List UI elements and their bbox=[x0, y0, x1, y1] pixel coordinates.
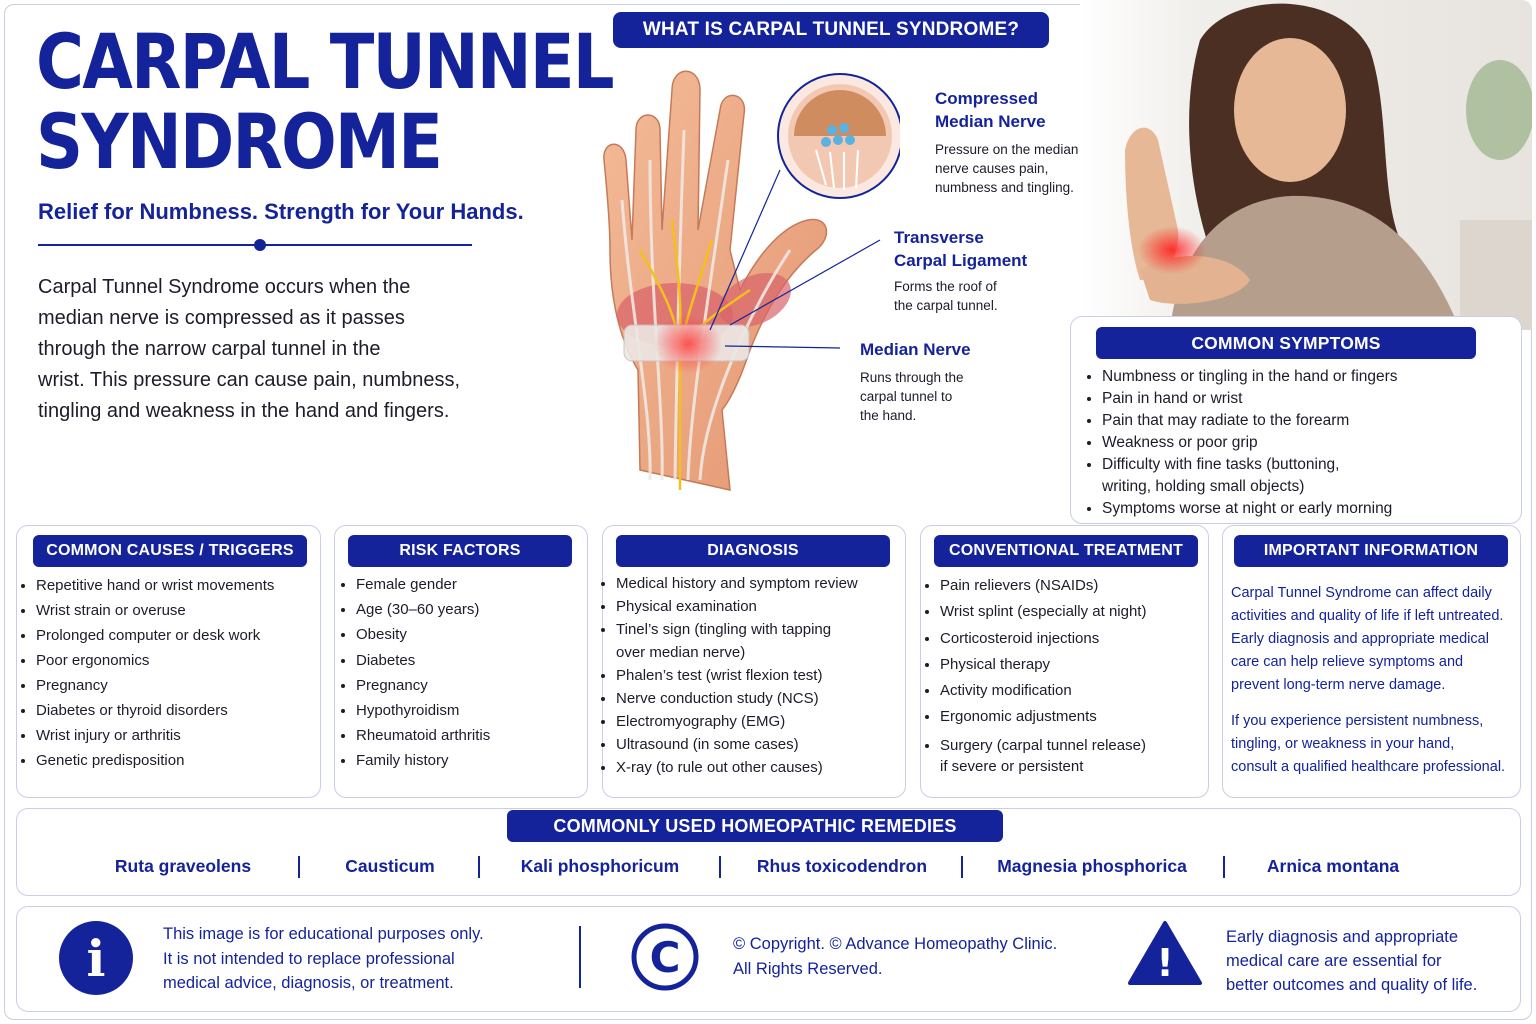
list-item: Wrist strain or overuse bbox=[36, 598, 274, 623]
treatment-list: Pain relievers (NSAIDs) Wrist splint (es… bbox=[940, 573, 1146, 778]
list-item: Wrist splint (especially at night) bbox=[940, 599, 1146, 625]
list-item: Physical therapy bbox=[940, 652, 1146, 678]
list-item: Genetic predisposition bbox=[36, 748, 274, 773]
woman-holding-wrist-photo bbox=[1080, 0, 1532, 330]
list-item: Corticosteroid injections bbox=[940, 626, 1146, 652]
svg-text:!: ! bbox=[1156, 941, 1173, 985]
important-info-card bbox=[1222, 525, 1521, 798]
closing-note: Early diagnosis and appropriate medical … bbox=[1226, 928, 1478, 994]
list-item: Tinel’s sign (tingling with tapping over… bbox=[616, 618, 858, 664]
desc-median-nerve: Runs through the carpal tunnel to the ha… bbox=[860, 370, 964, 423]
list-item: Symptoms worse at night or early morning bbox=[1102, 498, 1398, 520]
treatment-card bbox=[920, 525, 1209, 798]
diagnosis-card bbox=[602, 525, 906, 798]
desc-transverse-carpal-ligament: Forms the roof of the carpal tunnel. bbox=[894, 279, 998, 313]
remedy-item: Rhus toxicodendron bbox=[756, 856, 928, 876]
remedies-heading: COMMONLY USED HOMEOPATHIC REMEDIES bbox=[507, 810, 1003, 842]
causes-card bbox=[16, 525, 321, 798]
page-frame bbox=[4, 4, 1532, 1020]
diagnosis-heading: DIAGNOSIS bbox=[616, 535, 890, 567]
causes-heading: COMMON CAUSES / TRIGGERS bbox=[33, 535, 307, 567]
list-item: Ergonomic adjustments bbox=[940, 704, 1146, 730]
list-item: Phalen’s test (wrist flexion test) bbox=[616, 664, 858, 687]
list-item: Surgery (carpal tunnel release) if sever… bbox=[940, 735, 1146, 778]
footer-card bbox=[16, 906, 1521, 1012]
svg-text:i: i bbox=[87, 929, 106, 988]
list-item: Activity modification bbox=[940, 678, 1146, 704]
list-item: Physical examination bbox=[616, 595, 858, 618]
risk-factors-heading: RISK FACTORS bbox=[348, 535, 572, 567]
page-title: CARPAL TUNNEL SYNDROME bbox=[36, 17, 614, 186]
hand-anatomy-illustration bbox=[603, 70, 900, 491]
list-item: Pain that may radiate to the forearm bbox=[1102, 410, 1398, 432]
remedy-separator bbox=[1223, 856, 1225, 878]
remedy-separator bbox=[298, 856, 300, 878]
remedy-item: Kali phosphoricum bbox=[520, 856, 680, 876]
list-item: Diabetes or thyroid disorders bbox=[36, 698, 274, 723]
label-compressed-median-nerve: Compressed Median Nerve bbox=[935, 89, 1046, 131]
footer-divider bbox=[579, 926, 581, 988]
important-info-paragraph-1: Carpal Tunnel Syndrome can affect daily … bbox=[1231, 585, 1504, 693]
list-item: Prolonged computer or desk work bbox=[36, 623, 274, 648]
remedy-separator bbox=[961, 856, 963, 878]
list-item: Medical history and symptom review bbox=[616, 572, 858, 595]
divider-dot bbox=[254, 239, 266, 251]
remedy-item: Causticum bbox=[345, 856, 435, 876]
list-item: Age (30–60 years) bbox=[356, 597, 490, 622]
causes-list: Repetitive hand or wrist movements Wrist… bbox=[36, 573, 274, 773]
list-item: Wrist injury or arthritis bbox=[36, 723, 274, 748]
risk-factors-list: Female gender Age (30–60 years) Obesity … bbox=[356, 572, 490, 774]
list-item: Pregnancy bbox=[36, 673, 274, 698]
label-transverse-carpal-ligament: Transverse Carpal Ligament bbox=[894, 228, 1028, 270]
list-item: Pain in hand or wrist bbox=[1102, 388, 1398, 410]
list-item: Diabetes bbox=[356, 648, 490, 673]
copyright-icon: C bbox=[631, 923, 699, 991]
list-item: Pregnancy bbox=[356, 673, 490, 698]
list-item: X-ray (to rule out other causes) bbox=[616, 756, 858, 779]
list-item: Pain relievers (NSAIDs) bbox=[940, 573, 1146, 599]
remedy-item: Ruta graveolens bbox=[114, 856, 252, 876]
symptoms-list: Numbness or tingling in the hand or fing… bbox=[1102, 366, 1398, 520]
subtitle: Relief for Numbness. Strength for Your H… bbox=[38, 199, 524, 224]
important-info-heading: IMPORTANT INFORMATION bbox=[1234, 535, 1508, 567]
list-item: Electromyography (EMG) bbox=[616, 710, 858, 733]
list-item: Female gender bbox=[356, 572, 490, 597]
remedy-separator bbox=[719, 856, 721, 878]
list-item: Poor ergonomics bbox=[36, 648, 274, 673]
remedy-item: Arnica montana bbox=[1266, 856, 1400, 876]
list-item: Hypothyroidism bbox=[356, 698, 490, 723]
list-item: Nerve conduction study (NCS) bbox=[616, 687, 858, 710]
list-item: Ultrasound (in some cases) bbox=[616, 733, 858, 756]
intro-paragraph: Carpal Tunnel Syndrome occurs when the m… bbox=[38, 276, 461, 422]
list-item: Numbness or tingling in the hand or fing… bbox=[1102, 366, 1398, 388]
remedy-separator bbox=[478, 856, 480, 878]
list-item: Difficulty with fine tasks (buttoning, w… bbox=[1102, 454, 1398, 498]
list-item: Weakness or poor grip bbox=[1102, 432, 1398, 454]
warning-icon: ! bbox=[1128, 921, 1202, 985]
diagram-heading: WHAT IS CARPAL TUNNEL SYNDROME? bbox=[613, 12, 1049, 48]
info-icon: i bbox=[59, 921, 133, 995]
symptoms-heading: COMMON SYMPTOMS bbox=[1096, 327, 1476, 359]
list-item: Rheumatoid arthritis bbox=[356, 723, 490, 748]
remedy-item: Magnesia phosphorica bbox=[997, 856, 1187, 876]
disclaimer-text: This image is for educational purposes o… bbox=[163, 925, 484, 992]
copyright-text: © Copyright. © Advance Homeopathy Clinic… bbox=[733, 935, 1058, 978]
desc-compressed-median-nerve: Pressure on the median nerve causes pain… bbox=[935, 142, 1079, 195]
list-item: Obesity bbox=[356, 622, 490, 647]
treatment-heading: CONVENTIONAL TREATMENT bbox=[934, 535, 1198, 567]
risk-factors-card bbox=[334, 525, 588, 798]
diagnosis-list: Medical history and symptom review Physi… bbox=[616, 572, 858, 779]
list-item: Repetitive hand or wrist movements bbox=[36, 573, 274, 598]
important-info-paragraph-2: If you experience persistent numbness, t… bbox=[1231, 713, 1506, 775]
list-item: Family history bbox=[356, 748, 490, 773]
svg-text:C: C bbox=[650, 933, 681, 982]
label-median-nerve: Median Nerve bbox=[860, 340, 971, 359]
